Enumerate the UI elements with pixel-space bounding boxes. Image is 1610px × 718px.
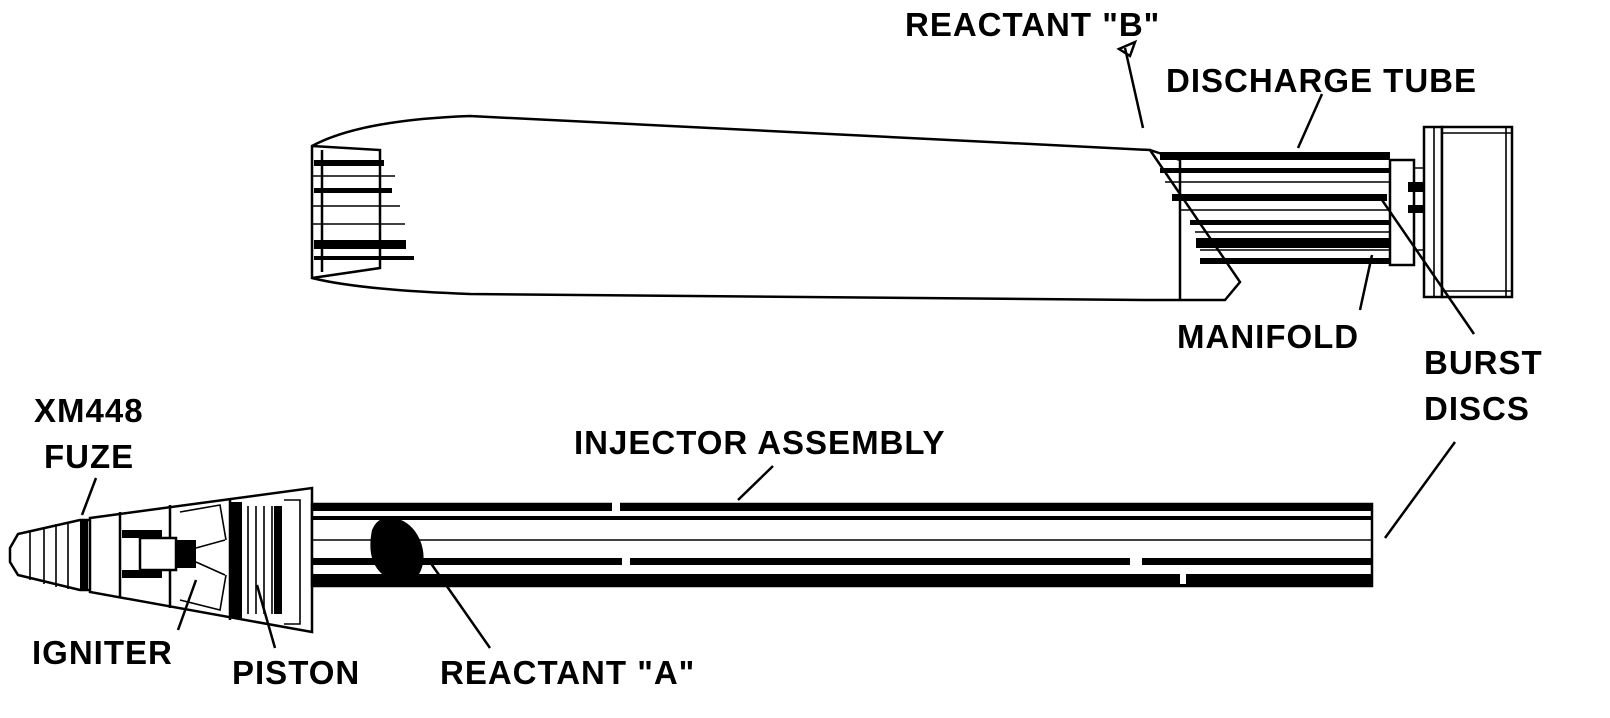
label-reactant-b: REACTANT "B"	[905, 6, 1160, 43]
label-reactant-a: REACTANT "A"	[440, 654, 695, 691]
rear-cutaway	[1149, 148, 1396, 300]
projectile-body	[310, 114, 1514, 302]
injector-assembly-drawing	[8, 486, 1374, 634]
leader-lines	[80, 39, 1476, 649]
label-burst-discs-line2: DISCS	[1424, 390, 1530, 427]
label-igniter: IGNITER	[32, 634, 173, 671]
callout-labels: REACTANT "B" DISCHARGE TUBE MANIFOLD BUR…	[32, 6, 1543, 691]
label-burst-discs-line1: BURST	[1424, 344, 1543, 381]
label-fuze-line1: XM448	[34, 392, 144, 429]
label-fuze-line2: FUZE	[44, 438, 134, 475]
label-discharge-tube: DISCHARGE TUBE	[1166, 62, 1477, 99]
label-piston: PISTON	[232, 654, 360, 691]
manifold-block	[1388, 158, 1427, 267]
label-manifold: MANIFOLD	[1177, 318, 1359, 355]
nose-cavity	[311, 144, 414, 280]
injector-tube	[310, 500, 1374, 588]
reactant-a-blob	[370, 517, 424, 580]
forward-housing	[88, 486, 314, 634]
base-plug	[1422, 125, 1514, 299]
fuze-drawing	[8, 518, 92, 592]
label-injector-assembly: INJECTOR ASSEMBLY	[574, 424, 946, 461]
